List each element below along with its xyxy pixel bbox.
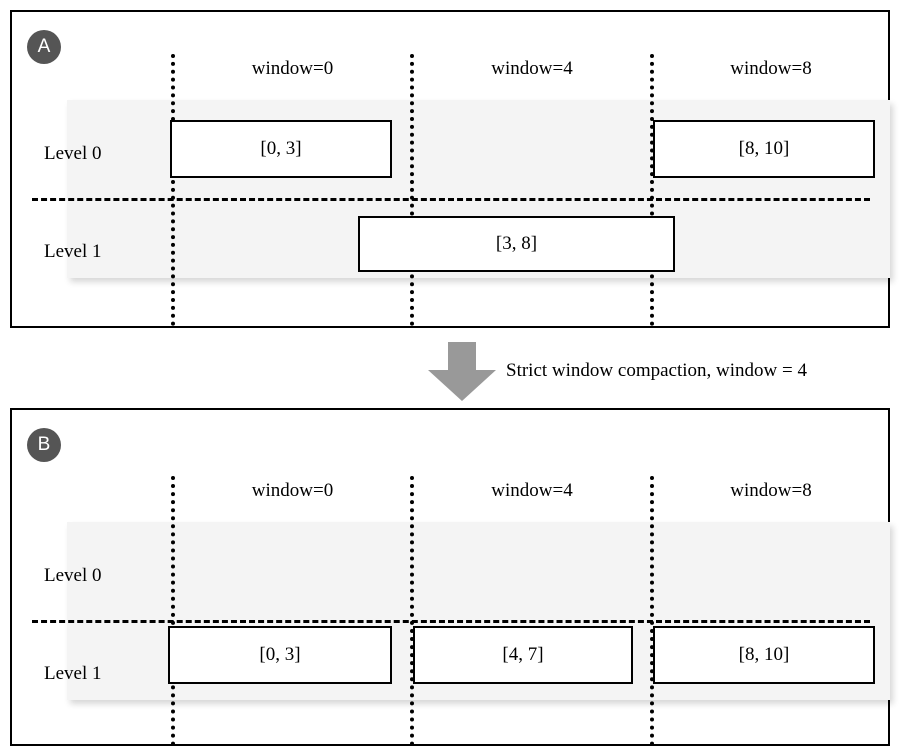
panel-b-window-header-1: window=4 — [491, 480, 573, 501]
panel-b-level-divider — [32, 620, 870, 623]
transition-caption: Strict window compaction, window = 4 — [506, 360, 807, 381]
panel-a-window-header-0: window=0 — [251, 58, 334, 79]
transition-arrow — [426, 342, 498, 402]
down-arrow-icon — [428, 342, 496, 401]
panel-a-window-divider-2 — [650, 54, 654, 326]
panel-b-window-divider-1 — [410, 476, 414, 746]
panel-a-level-label-0: Level 0 — [44, 143, 102, 164]
panel-a-window-header-2: window=8 — [730, 58, 812, 79]
panel-b-window-header-0: window=0 — [251, 480, 334, 501]
panel-a-window-divider-1 — [410, 54, 414, 326]
panel-a-window-header-1: window=4 — [491, 58, 573, 79]
panel-b-badge: B — [27, 428, 61, 462]
panel-b-level-label-1: Level 1 — [44, 663, 102, 684]
panel-b-interval-box-2: [8, 10] — [653, 626, 875, 684]
panel-b-interval-box-1: [4, 7] — [413, 626, 633, 684]
panel-a: A window=0 window=4 window=8 Level 0 Lev… — [10, 10, 890, 328]
panel-a-level-divider — [32, 198, 870, 201]
panel-b-level-label-0: Level 0 — [44, 565, 102, 586]
panel-a-interval-box-1: [8, 10] — [653, 120, 875, 178]
panel-a-window-divider-0 — [171, 54, 175, 326]
panel-a-badge: A — [27, 30, 61, 64]
panel-b-window-divider-2 — [650, 476, 654, 746]
panel-b-interval-box-0: [0, 3] — [168, 626, 392, 684]
panel-a-level-label-1: Level 1 — [44, 241, 102, 262]
panel-a-interval-box-2: [3, 8] — [358, 216, 675, 272]
panel-b-window-divider-0 — [171, 476, 175, 746]
panel-b: B window=0 window=4 window=8 Level 0 Lev… — [10, 408, 890, 746]
panel-b-window-header-2: window=8 — [730, 480, 812, 501]
panel-a-interval-box-0: [0, 3] — [170, 120, 392, 178]
